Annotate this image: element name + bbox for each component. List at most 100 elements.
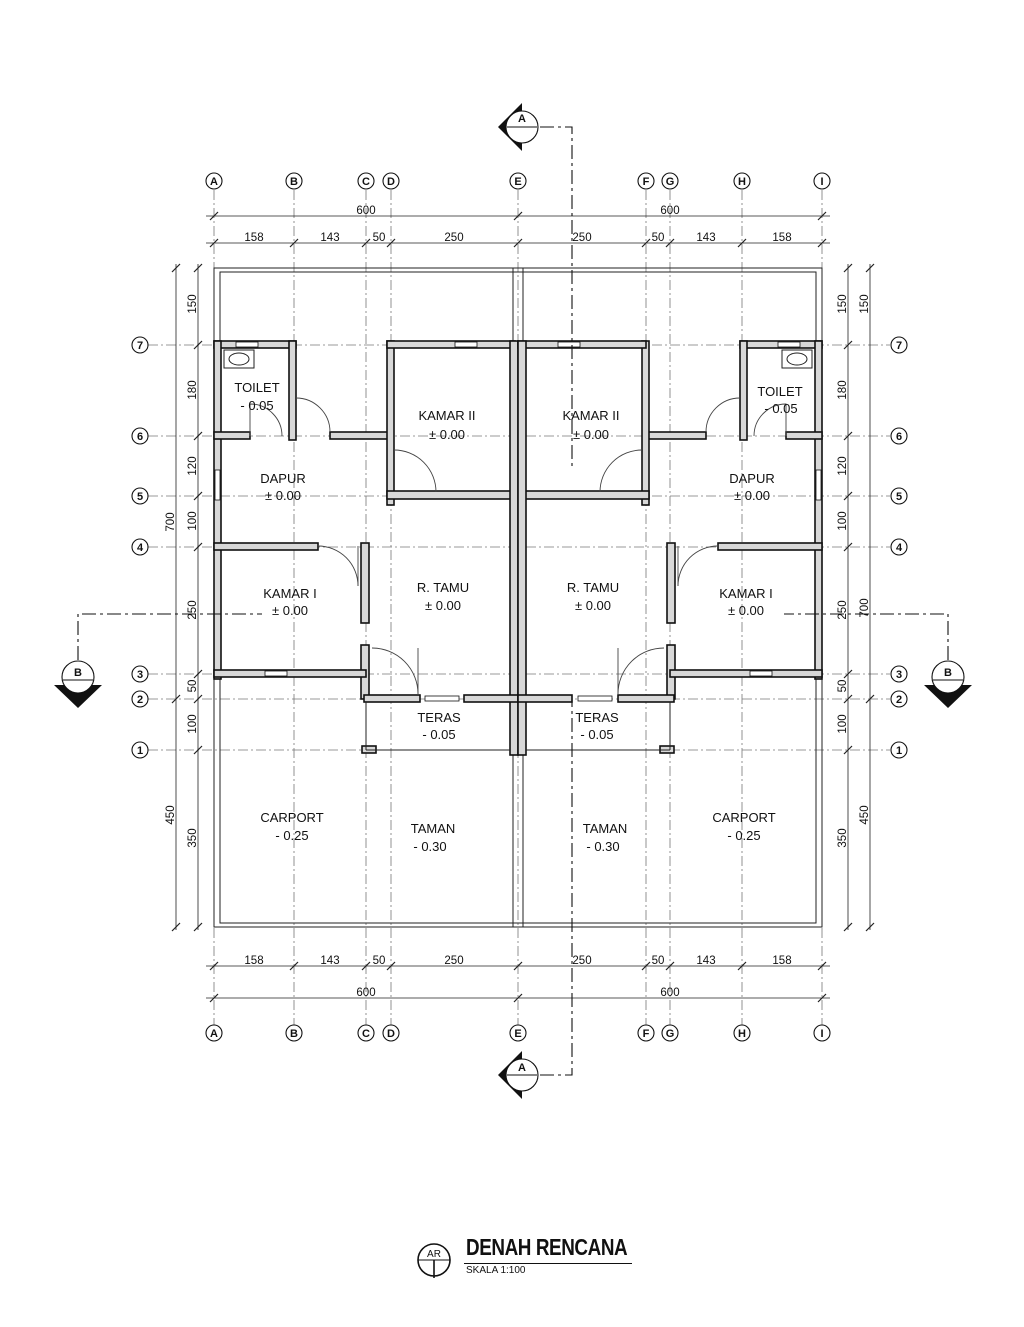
axis-label-left: 5: [137, 491, 143, 503]
axis-label-left: 4: [137, 542, 144, 554]
dim-right-part: 120: [837, 456, 849, 475]
dim-bottom-part: 50: [373, 955, 386, 967]
axis-label-right: 6: [896, 431, 902, 443]
dim-top-total-right: 600: [660, 205, 679, 217]
room-name-kamar2-right: KAMAR II: [562, 408, 619, 423]
dim-left-part: 150: [187, 294, 199, 313]
axis-label-bottom: F: [643, 1028, 650, 1040]
room-level-dapur-right: ± 0.00: [734, 488, 770, 503]
axis-label-right: 7: [896, 340, 902, 352]
axis-label-top: E: [514, 176, 521, 188]
axis-label-top: C: [362, 176, 370, 188]
dim-bottom-part: 143: [696, 955, 715, 967]
room-level-taman-right: - 0.30: [586, 839, 619, 854]
room-level-toilet-left: - 0.05: [240, 398, 273, 413]
axis-label-left: 7: [137, 340, 143, 352]
room-level-tamu-left: ± 0.00: [425, 598, 461, 613]
axis-label-top: B: [290, 176, 298, 188]
dim-right-total: 450: [859, 805, 871, 824]
room-labels: TOILET - 0.05 KAMAR II ± 0.00 DAPUR ± 0.…: [234, 380, 802, 854]
title-underline: [464, 1263, 632, 1264]
room-level-carport-right: - 0.25: [727, 828, 760, 843]
axis-label-top: I: [820, 176, 823, 188]
room-level-dapur-left: ± 0.00: [265, 488, 301, 503]
axis-label-left: 3: [137, 669, 143, 681]
room-name-dapur-left: DAPUR: [260, 471, 306, 486]
dim-left-part: 100: [187, 714, 199, 733]
dim-bottom-part: 250: [444, 955, 463, 967]
title-badge-icon: AR: [417, 1243, 451, 1278]
title-badge-text: AR: [427, 1249, 441, 1260]
section-a-top-label: A: [518, 113, 526, 125]
room-level-toilet-right: - 0.05: [764, 401, 797, 416]
room-name-tamu-right: R. TAMU: [567, 580, 619, 595]
room-name-teras-right: TERAS: [575, 710, 619, 725]
dim-right-part: 150: [837, 294, 849, 313]
dim-top-part: 50: [652, 232, 665, 244]
section-a-bottom-label: A: [518, 1062, 526, 1074]
dim-top-part: 158: [772, 232, 791, 244]
room-level-teras-right: - 0.05: [580, 727, 613, 742]
axis-label-left: 1: [137, 745, 143, 757]
axis-label-right: 5: [896, 491, 902, 503]
axis-bubbles-left: 7 6 5 4 3 2 1: [131, 336, 149, 759]
windows: [214, 341, 822, 702]
dim-left-total: 450: [165, 805, 177, 824]
dim-right-part: 350: [837, 828, 849, 847]
axis-label-bottom: H: [738, 1028, 746, 1040]
axis-label-bottom: E: [514, 1028, 521, 1040]
axis-label-top: A: [210, 176, 218, 188]
axis-label-top: D: [387, 176, 395, 188]
dim-right-part: 180: [837, 380, 849, 399]
dim-bottom-part: 250: [572, 955, 591, 967]
room-name-carport-left: CARPORT: [260, 810, 323, 825]
left-dimensions: 700 450 150 180 120 100 250 50 100 350: [165, 263, 203, 932]
dim-right-total: 700: [859, 598, 871, 617]
room-name-teras-left: TERAS: [417, 710, 461, 725]
axis-label-left: 6: [137, 431, 143, 443]
dim-top-part: 143: [696, 232, 715, 244]
dim-right-part: 100: [837, 714, 849, 733]
dim-bottom-total-left: 600: [356, 987, 375, 999]
axis-label-top: H: [738, 176, 746, 188]
room-level-taman-left: - 0.30: [413, 839, 446, 854]
dim-right-part: 50: [837, 680, 849, 693]
axis-bubbles-bottom: A B C D E F G H I: [205, 1024, 831, 1042]
dim-top-part: 50: [373, 232, 386, 244]
dim-left-part: 180: [187, 380, 199, 399]
dim-right-part: 250: [837, 600, 849, 619]
dim-top-total-left: 600: [356, 205, 375, 217]
drawing-scale: SKALA 1:100: [466, 1265, 526, 1276]
axis-label-bottom: C: [362, 1028, 370, 1040]
dim-right-part-outer: 150: [859, 294, 871, 313]
dim-bottom-total-right: 600: [660, 987, 679, 999]
section-b-left-label: B: [74, 667, 82, 679]
room-level-kamar2-left: ± 0.00: [429, 427, 465, 442]
axis-label-right: 3: [896, 669, 902, 681]
dim-left-part: 250: [187, 600, 199, 619]
bottom-dimensions: 158 143 50 250 250 50 143 158 600 600: [206, 955, 830, 1003]
room-level-teras-left: - 0.05: [422, 727, 455, 742]
room-level-kamar2-right: ± 0.00: [573, 427, 609, 442]
axis-bubbles-top: A B C D E F G H I: [205, 172, 831, 190]
dim-left-part: 50: [187, 680, 199, 693]
right-dimensions: 150 180 120 100 250 50 100 350 150 700 4…: [837, 263, 875, 932]
axis-bubbles-right: 7 6 5 4 3 2 1: [890, 336, 908, 759]
title-block: AR DENAH RENCANA SKALA 1:100: [412, 1232, 652, 1282]
walls: [213, 340, 823, 756]
dim-left-part: 120: [187, 456, 199, 475]
axis-label-bottom: G: [666, 1028, 675, 1040]
toilet-fixtures: [223, 349, 813, 369]
room-name-kamar1-right: KAMAR I: [719, 586, 772, 601]
axis-label-bottom: B: [290, 1028, 298, 1040]
axis-label-right: 2: [896, 694, 902, 706]
top-dimensions: 600 600 158 143 50 250 250 50 143 158: [206, 205, 830, 248]
room-name-taman-right: TAMAN: [583, 821, 628, 836]
room-name-toilet-right: TOILET: [757, 384, 802, 399]
axis-label-right: 1: [896, 745, 902, 757]
axis-label-top: G: [666, 176, 675, 188]
room-level-kamar1-right: ± 0.00: [728, 603, 764, 618]
room-name-kamar1-left: KAMAR I: [263, 586, 316, 601]
dim-top-part: 143: [320, 232, 339, 244]
